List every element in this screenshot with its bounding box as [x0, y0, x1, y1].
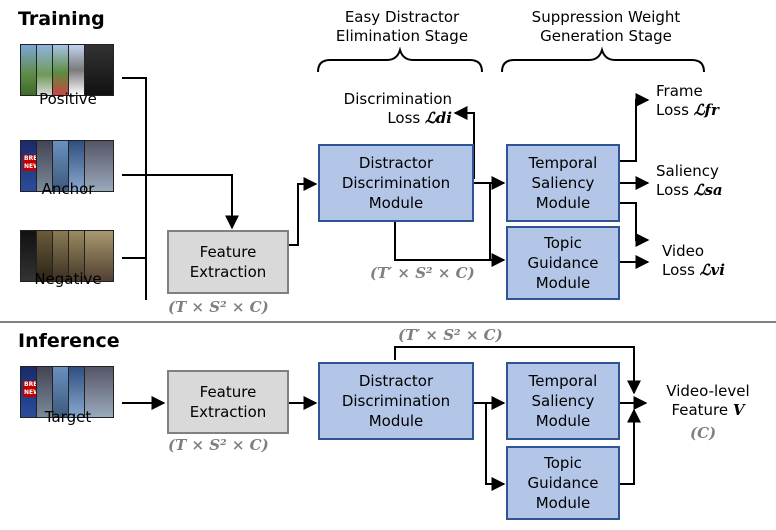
inference-header: Inference: [18, 330, 120, 352]
fe-dim-training: (T × S² × C): [168, 298, 269, 316]
easy-stage-brace: [317, 46, 483, 73]
temporal-saliency-module-inference: Temporal Saliency Module: [506, 362, 620, 440]
tgm-to-feature-arrow: [620, 408, 641, 485]
fe-dim-inference: (T × S² × C): [168, 436, 269, 454]
fe-to-ddm-arrow: [289, 177, 318, 246]
easy-stage-title: Easy Distractor Elimination Stage: [335, 8, 469, 45]
temporal-saliency-module-training: Temporal Saliency Module: [506, 144, 620, 222]
feature-extraction-inference: Feature Extraction: [167, 370, 289, 434]
negative-label: Negative: [34, 270, 102, 288]
tsm-to-frame-loss: [620, 93, 650, 162]
anchor-label: Anchor: [41, 180, 95, 198]
suppression-stage-brace: [501, 46, 705, 73]
positive-label: Positive: [39, 90, 97, 108]
topic-guidance-module-inference: Topic Guidance Module: [506, 446, 620, 520]
frame-loss-label: Frame Loss ℒfr: [656, 82, 719, 119]
feature-extraction-training: Feature Extraction: [167, 230, 289, 294]
suppression-stage-title: Suppression Weight Generation Stage: [531, 8, 681, 45]
anchor-video-frames-icon: BREAKING NEWS: [20, 140, 116, 192]
training-header: Training: [18, 8, 105, 30]
output-dim: (C): [690, 424, 717, 442]
ddm-dim-training: (T′ × S² × C): [370, 264, 475, 282]
saliency-loss-label: Saliency Loss ℒsa: [656, 162, 723, 199]
ddm-to-tgm-inf-arrow: [480, 402, 506, 491]
video-level-feature-label: Video-level Feature V: [666, 382, 750, 419]
ddm-to-tgm-arrow: [394, 184, 491, 261]
target-label: Target: [44, 408, 92, 426]
positive-connector: [122, 77, 147, 300]
topic-guidance-module-training: Topic Guidance Module: [506, 226, 620, 300]
video-loss-label: Video Loss ℒvi: [662, 242, 725, 279]
distractor-discrimination-module-inference: Distractor Discrimination Module: [318, 362, 474, 440]
ddm-skip-connection: [394, 346, 641, 395]
ddm-to-discrimination-loss: [453, 106, 475, 179]
distractor-discrimination-module-training: Distractor Discrimination Module: [318, 144, 474, 222]
tsm-to-video-loss: [620, 202, 650, 247]
anchor-connector: [122, 174, 239, 230]
positive-video-frames-icon: [20, 44, 116, 96]
target-video-frames-icon: BREAKING NEWS: [20, 366, 116, 418]
ddm-dim-inference: (T′ × S² × C): [398, 326, 503, 344]
negative-video-frames-icon: [20, 230, 116, 282]
discrimination-loss-label: Discrimination Loss ℒdi: [343, 90, 452, 127]
